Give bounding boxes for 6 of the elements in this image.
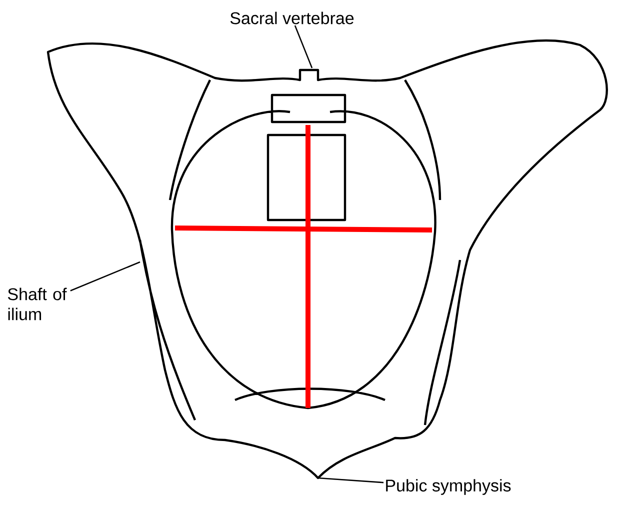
part-label: Pubic symphysis (386, 479, 511, 495)
leader-line (70, 261, 140, 292)
part-label: Sacral vertebrae (230, 12, 354, 24)
leader-line (318, 477, 384, 484)
part-label: Shaft of ilium (8, 288, 67, 320)
leader-line (294, 25, 313, 68)
